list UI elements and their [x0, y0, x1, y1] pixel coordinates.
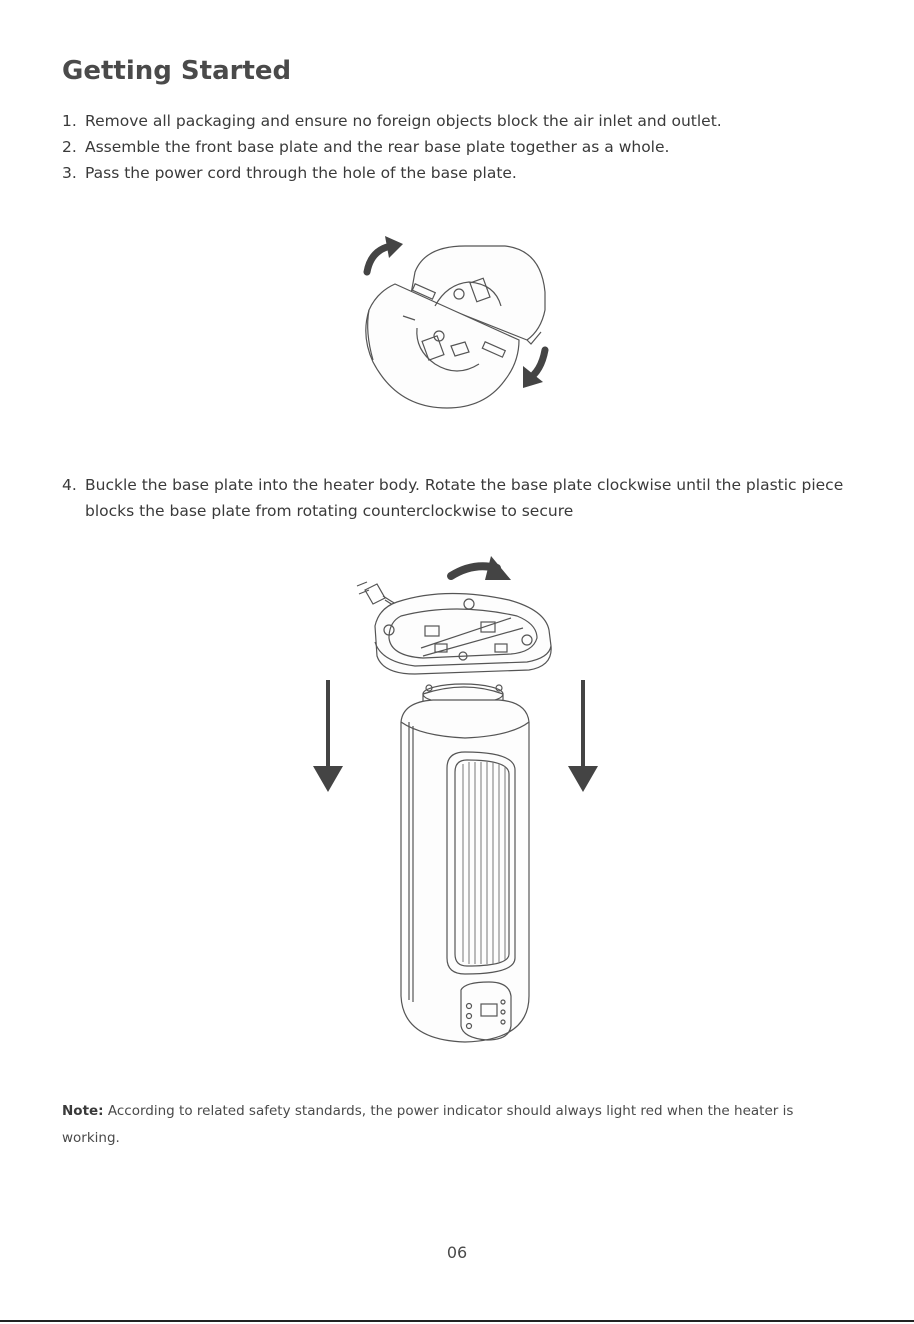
step-1: 1. Remove all packaging and ensure no fo… [62, 108, 862, 134]
step-3: 3. Pass the power cord through the hole … [62, 160, 862, 186]
step-text: Buckle the base plate into the heater bo… [85, 476, 844, 520]
page-title: Getting Started [62, 56, 292, 86]
step-2: 2. Assemble the front base plate and the… [62, 134, 862, 160]
instruction-list-top: 1. Remove all packaging and ensure no fo… [62, 108, 862, 186]
instruction-list-bottom: 4. Buckle the base plate into the heater… [62, 472, 852, 524]
step-text: Assemble the front base plate and the re… [85, 138, 670, 156]
step-number: 1. [62, 112, 77, 130]
note-text: According to related safety standards, t… [62, 1103, 794, 1146]
safety-note: Note: According to related safety standa… [62, 1098, 852, 1152]
page-number: 06 [446, 1243, 468, 1262]
step-number: 2. [62, 138, 77, 156]
step-number: 3. [62, 164, 77, 182]
step-text: Pass the power cord through the hole of … [85, 164, 517, 182]
heater-base-installation-illustration [313, 556, 598, 1043]
step-4: 4. Buckle the base plate into the heater… [62, 472, 852, 524]
step-number: 4. [62, 476, 77, 494]
step-text: Remove all packaging and ensure no forei… [85, 112, 722, 130]
base-plate-assembly-illustration [363, 236, 549, 409]
note-label: Note: [62, 1103, 104, 1119]
page-bottom-rule [0, 1320, 914, 1322]
